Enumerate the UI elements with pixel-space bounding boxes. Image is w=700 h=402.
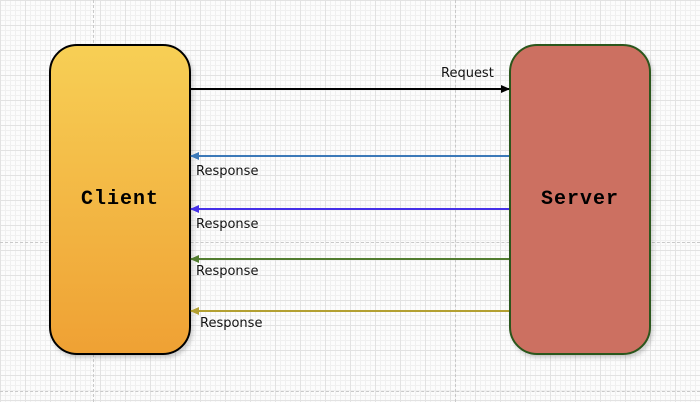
client-node[interactable]: Client <box>49 44 191 355</box>
arrow-line <box>191 208 509 210</box>
arrow-line <box>191 155 509 157</box>
arrowhead-right-icon <box>501 85 510 93</box>
response-arrow-gold[interactable] <box>190 307 509 315</box>
server-node[interactable]: Server <box>509 44 651 355</box>
arrowhead-left-icon <box>190 307 199 315</box>
response-arrow-blue[interactable] <box>190 152 509 160</box>
arrowhead-left-icon <box>190 255 199 263</box>
arrow-line <box>191 88 509 90</box>
arrowhead-left-icon <box>190 152 199 160</box>
response-arrow-green[interactable] <box>190 255 509 263</box>
arrow-line <box>191 310 509 312</box>
request-label: Request <box>441 66 494 81</box>
arrowhead-left-icon <box>190 205 199 213</box>
page-guide-vertical-right <box>455 0 456 402</box>
arrow-line <box>191 258 509 260</box>
server-label: Server <box>540 188 619 211</box>
request-arrow[interactable] <box>191 85 510 93</box>
response-label-1: Response <box>196 164 259 179</box>
response-label-4: Response <box>200 316 263 331</box>
page-guide-horizontal-bottom <box>0 391 700 392</box>
response-arrow-violet[interactable] <box>190 205 509 213</box>
client-label: Client <box>80 188 159 211</box>
response-label-2: Response <box>196 217 259 232</box>
response-label-3: Response <box>196 264 259 279</box>
